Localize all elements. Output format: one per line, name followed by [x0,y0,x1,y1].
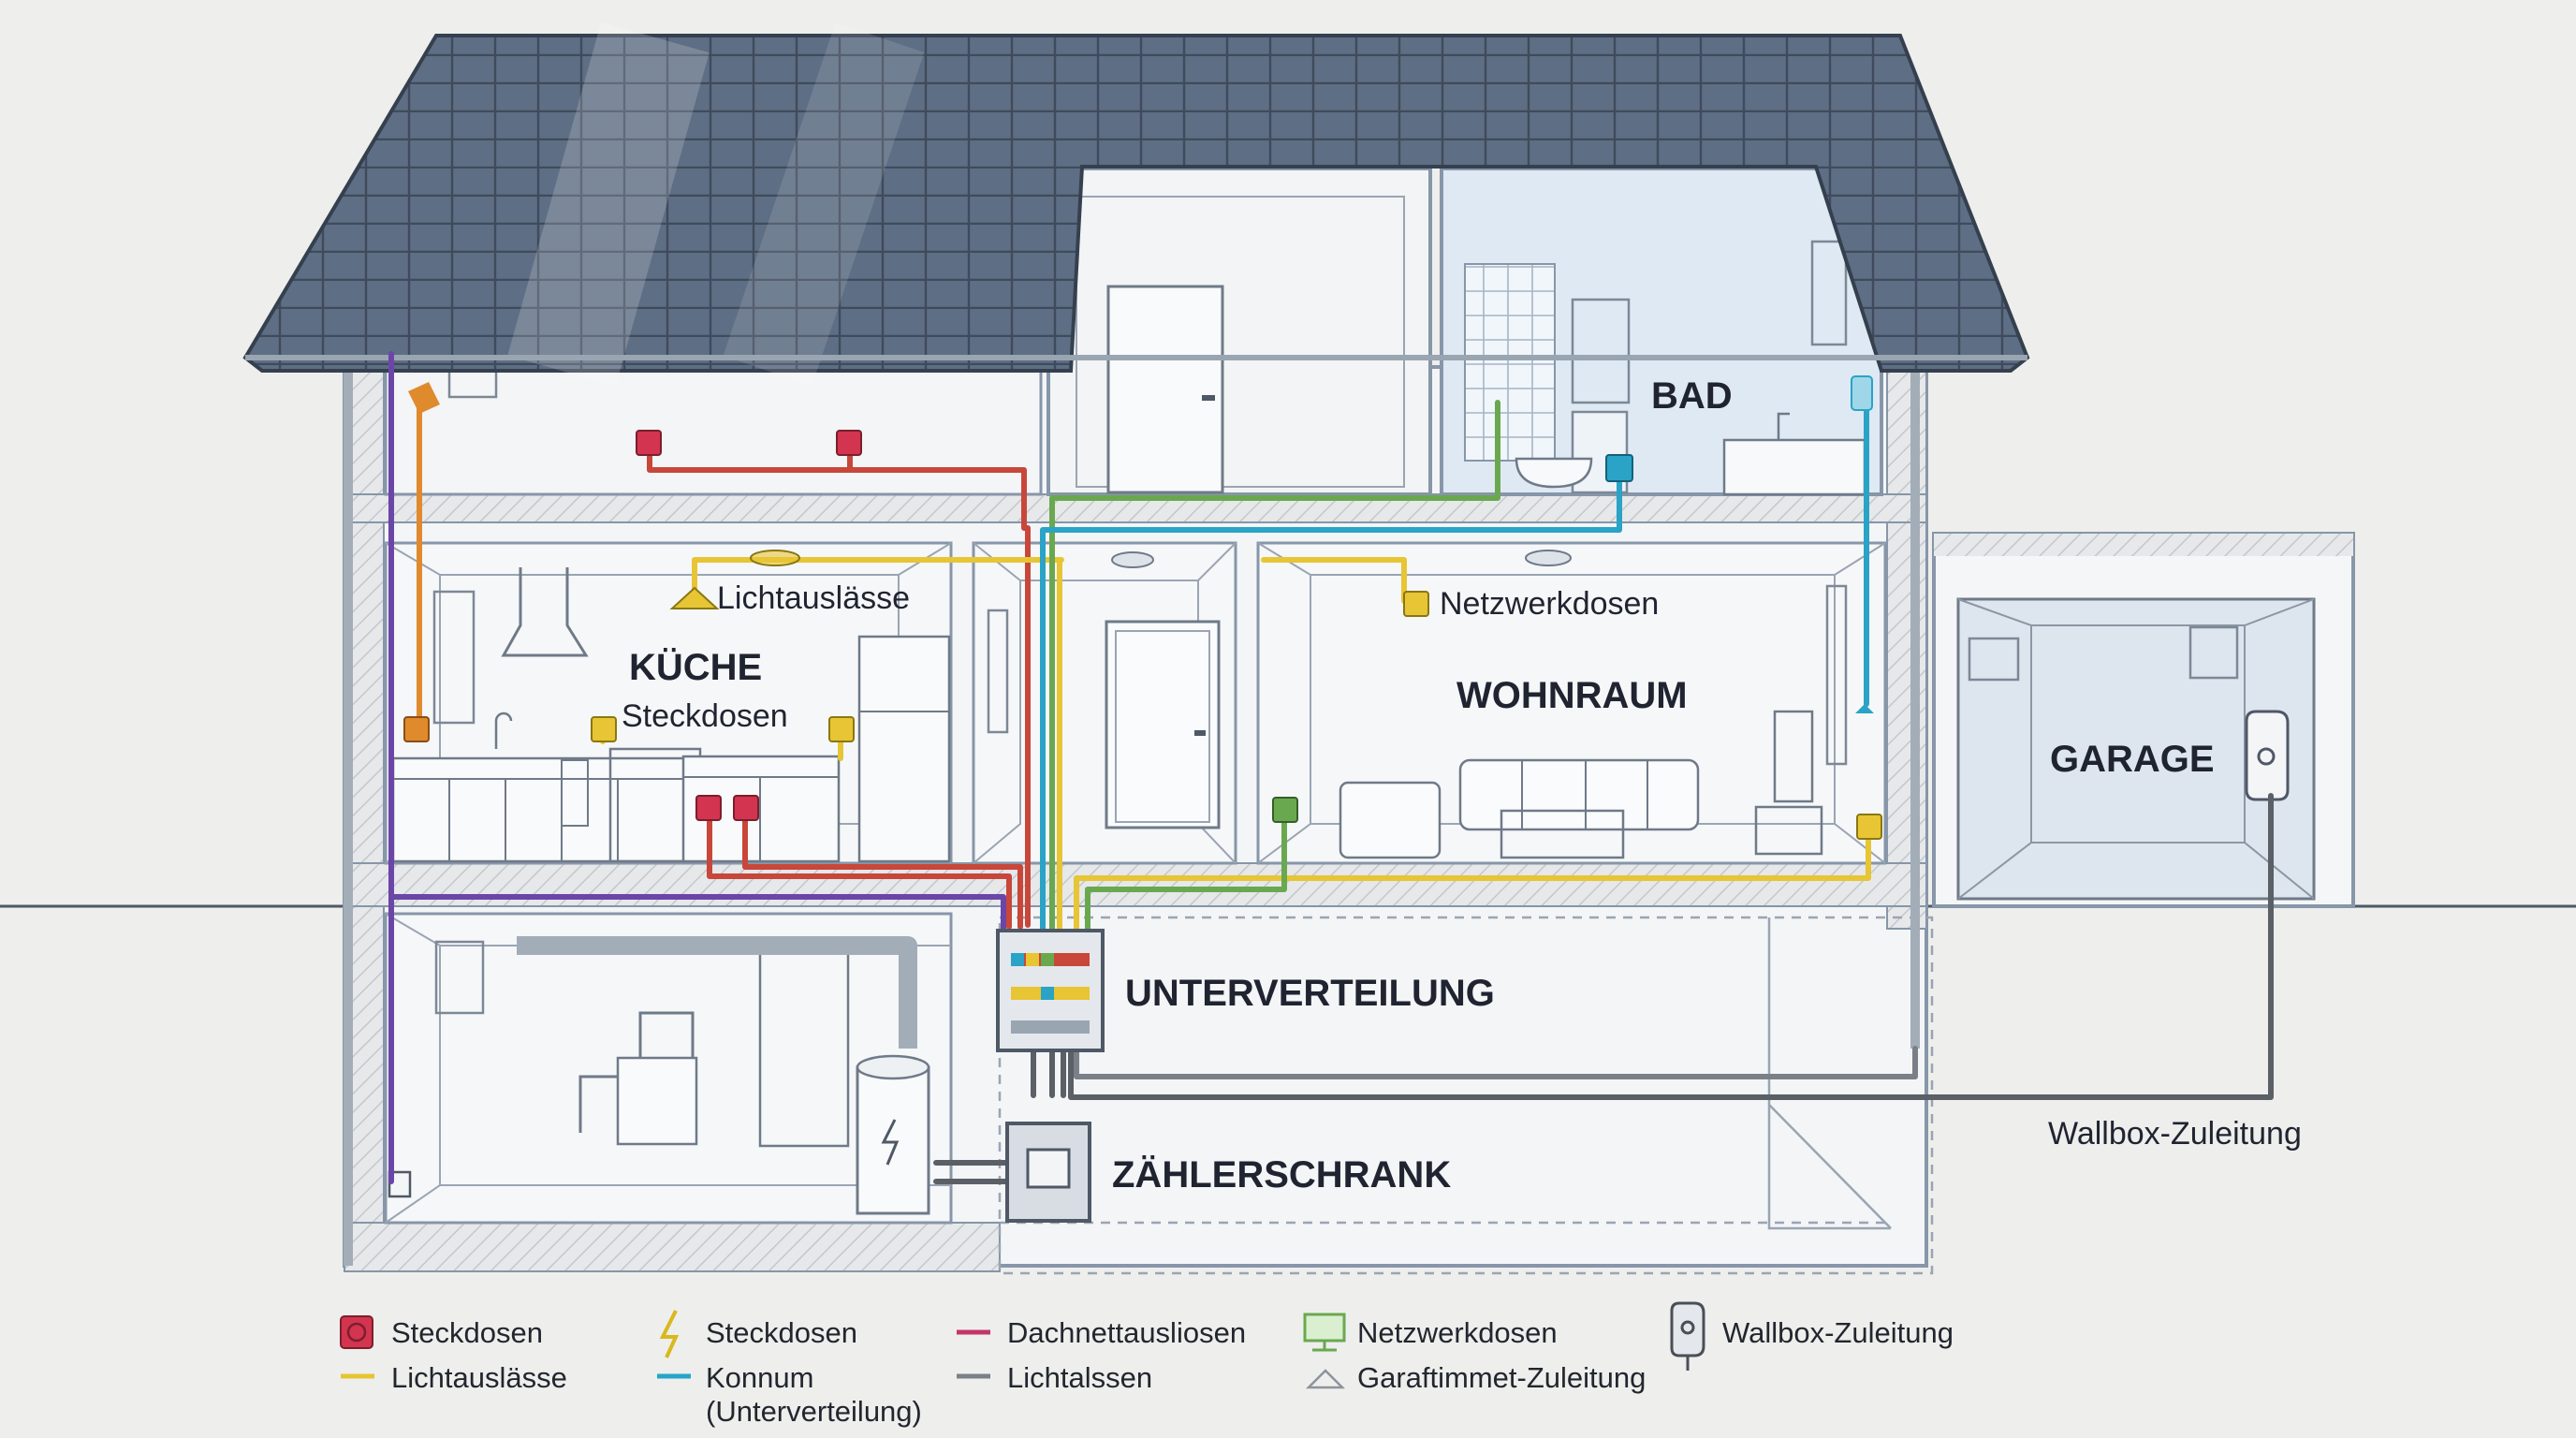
attic-door [1106,285,1224,494]
lightning-icon [659,1310,680,1358]
socket-icon [828,716,855,742]
legend-label: Dachnettausliosen [1007,1316,1246,1349]
legend-label: Lichtalssen [1007,1361,1152,1394]
monitor-icon [1303,1313,1346,1343]
socket-icon [636,430,662,456]
legend-label: Konnum [706,1361,813,1394]
legend-label: Netzwerkdosen [1357,1316,1558,1349]
wire-purple [388,351,1006,1184]
socket-icon [591,716,617,742]
wire-power-attic [647,441,1031,928]
roof [242,22,2030,1266]
hall-door [1105,620,1221,829]
callout-netzwerkdosen: Netzwerkdosen [1440,586,1659,622]
legend-label: Steckdosen [706,1316,857,1349]
wire-network [1040,471,1622,932]
orange-plug-icon [408,382,440,414]
label-wohnraum: WOHNRAUM [1456,675,1688,716]
legend-label: Garaftimmet-Zuleitung [1357,1361,1646,1394]
network-socket-icon [1272,797,1298,823]
legend-label: Steckdosen [391,1316,543,1349]
socket-icon [1856,814,1882,840]
garage [1932,532,2355,908]
basement [384,912,953,1225]
legend-label: Wallbox-Zuleitung [1722,1316,1954,1349]
label-kueche: KÜCHE [629,646,762,688]
ground-floor [384,541,1887,865]
legend-label-sub: (Unterverteilung) [706,1395,922,1428]
network-socket-icon [1605,454,1633,482]
legend: Steckdosen Lichtauslässe Steckdosen Konn… [340,1301,1954,1428]
label-zaehlerschrank: ZÄHLERSCHRANK [1112,1154,1451,1196]
callout-steckdosen: Steckdosen [622,698,788,734]
wire-power-kitchen [707,808,1012,930]
wallbox-icon [2245,710,2290,801]
legend-label: Lichtauslässe [391,1361,567,1394]
callout-wallbox-zuleitung: Wallbox-Zuleitung [2048,1116,2302,1152]
ceiling-lamp-icon [669,586,720,609]
socket-icon [340,1315,373,1349]
cyan-outlet-icon [1851,375,1873,411]
unterverteilung-box [996,929,1105,1052]
label-unterverteilung: UNTERVERTEILUNG [1125,973,1495,1014]
socket-icon [836,430,862,456]
wiring [388,351,2274,1184]
socket-icon [733,795,759,821]
lamp-outline-icon [1305,1369,1346,1389]
label-bad: BAD [1651,375,1733,417]
lightning-icon [881,1119,900,1166]
boiler [856,1065,930,1215]
network-socket-icon [1403,591,1429,617]
attic-floor [384,167,1883,496]
socket-icon [695,795,722,821]
socket-icon [403,716,430,742]
wire-green [1049,400,1500,932]
wire-wallbox [1068,793,2274,1100]
zaehlerschrank-box [1005,1122,1091,1223]
label-garage: GARAGE [2050,739,2215,780]
wallbox-plug-icon [1670,1301,1705,1357]
callout-lichtauslaesse: Lichtauslässe [717,580,910,616]
outlet-icons [403,375,1882,840]
